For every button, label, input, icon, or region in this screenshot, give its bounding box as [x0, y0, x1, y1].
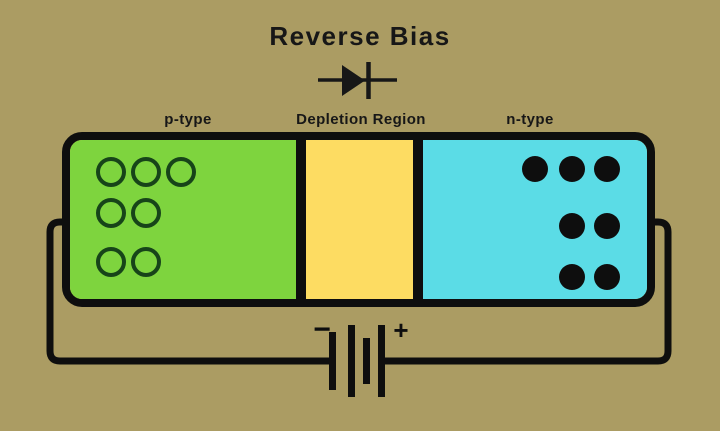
region-p-type	[70, 140, 296, 299]
label-depletion-region: Depletion Region	[296, 111, 426, 128]
junction-divider-left	[296, 140, 306, 299]
region-depletion	[306, 140, 413, 299]
battery-plate-1	[329, 332, 336, 390]
label-p-type: p-type	[164, 111, 212, 128]
region-n-type	[423, 140, 647, 299]
battery-negative-label: −	[313, 313, 331, 346]
battery-plate-2	[348, 325, 355, 397]
pn-junction-box	[62, 132, 655, 307]
battery-plate-3	[363, 338, 370, 384]
junction-divider-right	[413, 140, 423, 299]
battery-plate-4	[378, 325, 385, 397]
label-n-type: n-type	[506, 111, 554, 128]
left-wire	[46, 218, 329, 365]
right-wire	[385, 218, 672, 365]
diode-anode-triangle	[342, 65, 365, 96]
battery-positive-label: +	[393, 315, 409, 345]
diode-symbol-icon	[318, 62, 397, 99]
page-title: Reverse Bias	[269, 21, 451, 51]
